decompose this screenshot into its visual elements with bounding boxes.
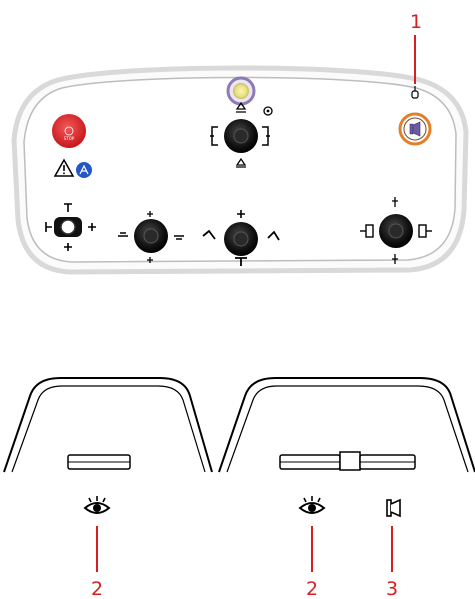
joystick-tilt-control[interactable] — [118, 211, 184, 263]
callout-1: 1 — [410, 11, 422, 33]
joystick-backrest-control[interactable] — [202, 210, 280, 266]
yellow-indicator-lamp — [226, 76, 256, 106]
warning-triangle-icon — [53, 158, 75, 177]
front-view-right — [218, 377, 475, 473]
eye-icon — [298, 496, 326, 514]
joystick-height-control[interactable] — [45, 203, 96, 251]
horn-icon — [409, 121, 421, 137]
callout-3: 3 — [386, 578, 398, 599]
panel-inner-face — [23, 76, 457, 263]
eye-icon — [83, 496, 111, 514]
hand-probe-icon — [411, 86, 419, 99]
orange-horn-button[interactable] — [398, 112, 432, 146]
emergency-stop-button[interactable]: STOP — [52, 114, 86, 148]
joystick-legrest-control[interactable] — [360, 197, 432, 264]
joystick-head-control[interactable] — [210, 101, 270, 168]
control-panel: STOP — [11, 65, 469, 275]
rotation-symbol-icon — [263, 106, 273, 116]
horn-icon — [386, 498, 401, 518]
connector-bridge — [339, 451, 361, 471]
callout-2-right: 2 — [306, 578, 318, 599]
operator-manual-icon — [76, 162, 92, 178]
front-view-left — [3, 377, 213, 473]
callout-2-left: 2 — [91, 578, 103, 599]
estop-label: STOP — [64, 136, 75, 141]
